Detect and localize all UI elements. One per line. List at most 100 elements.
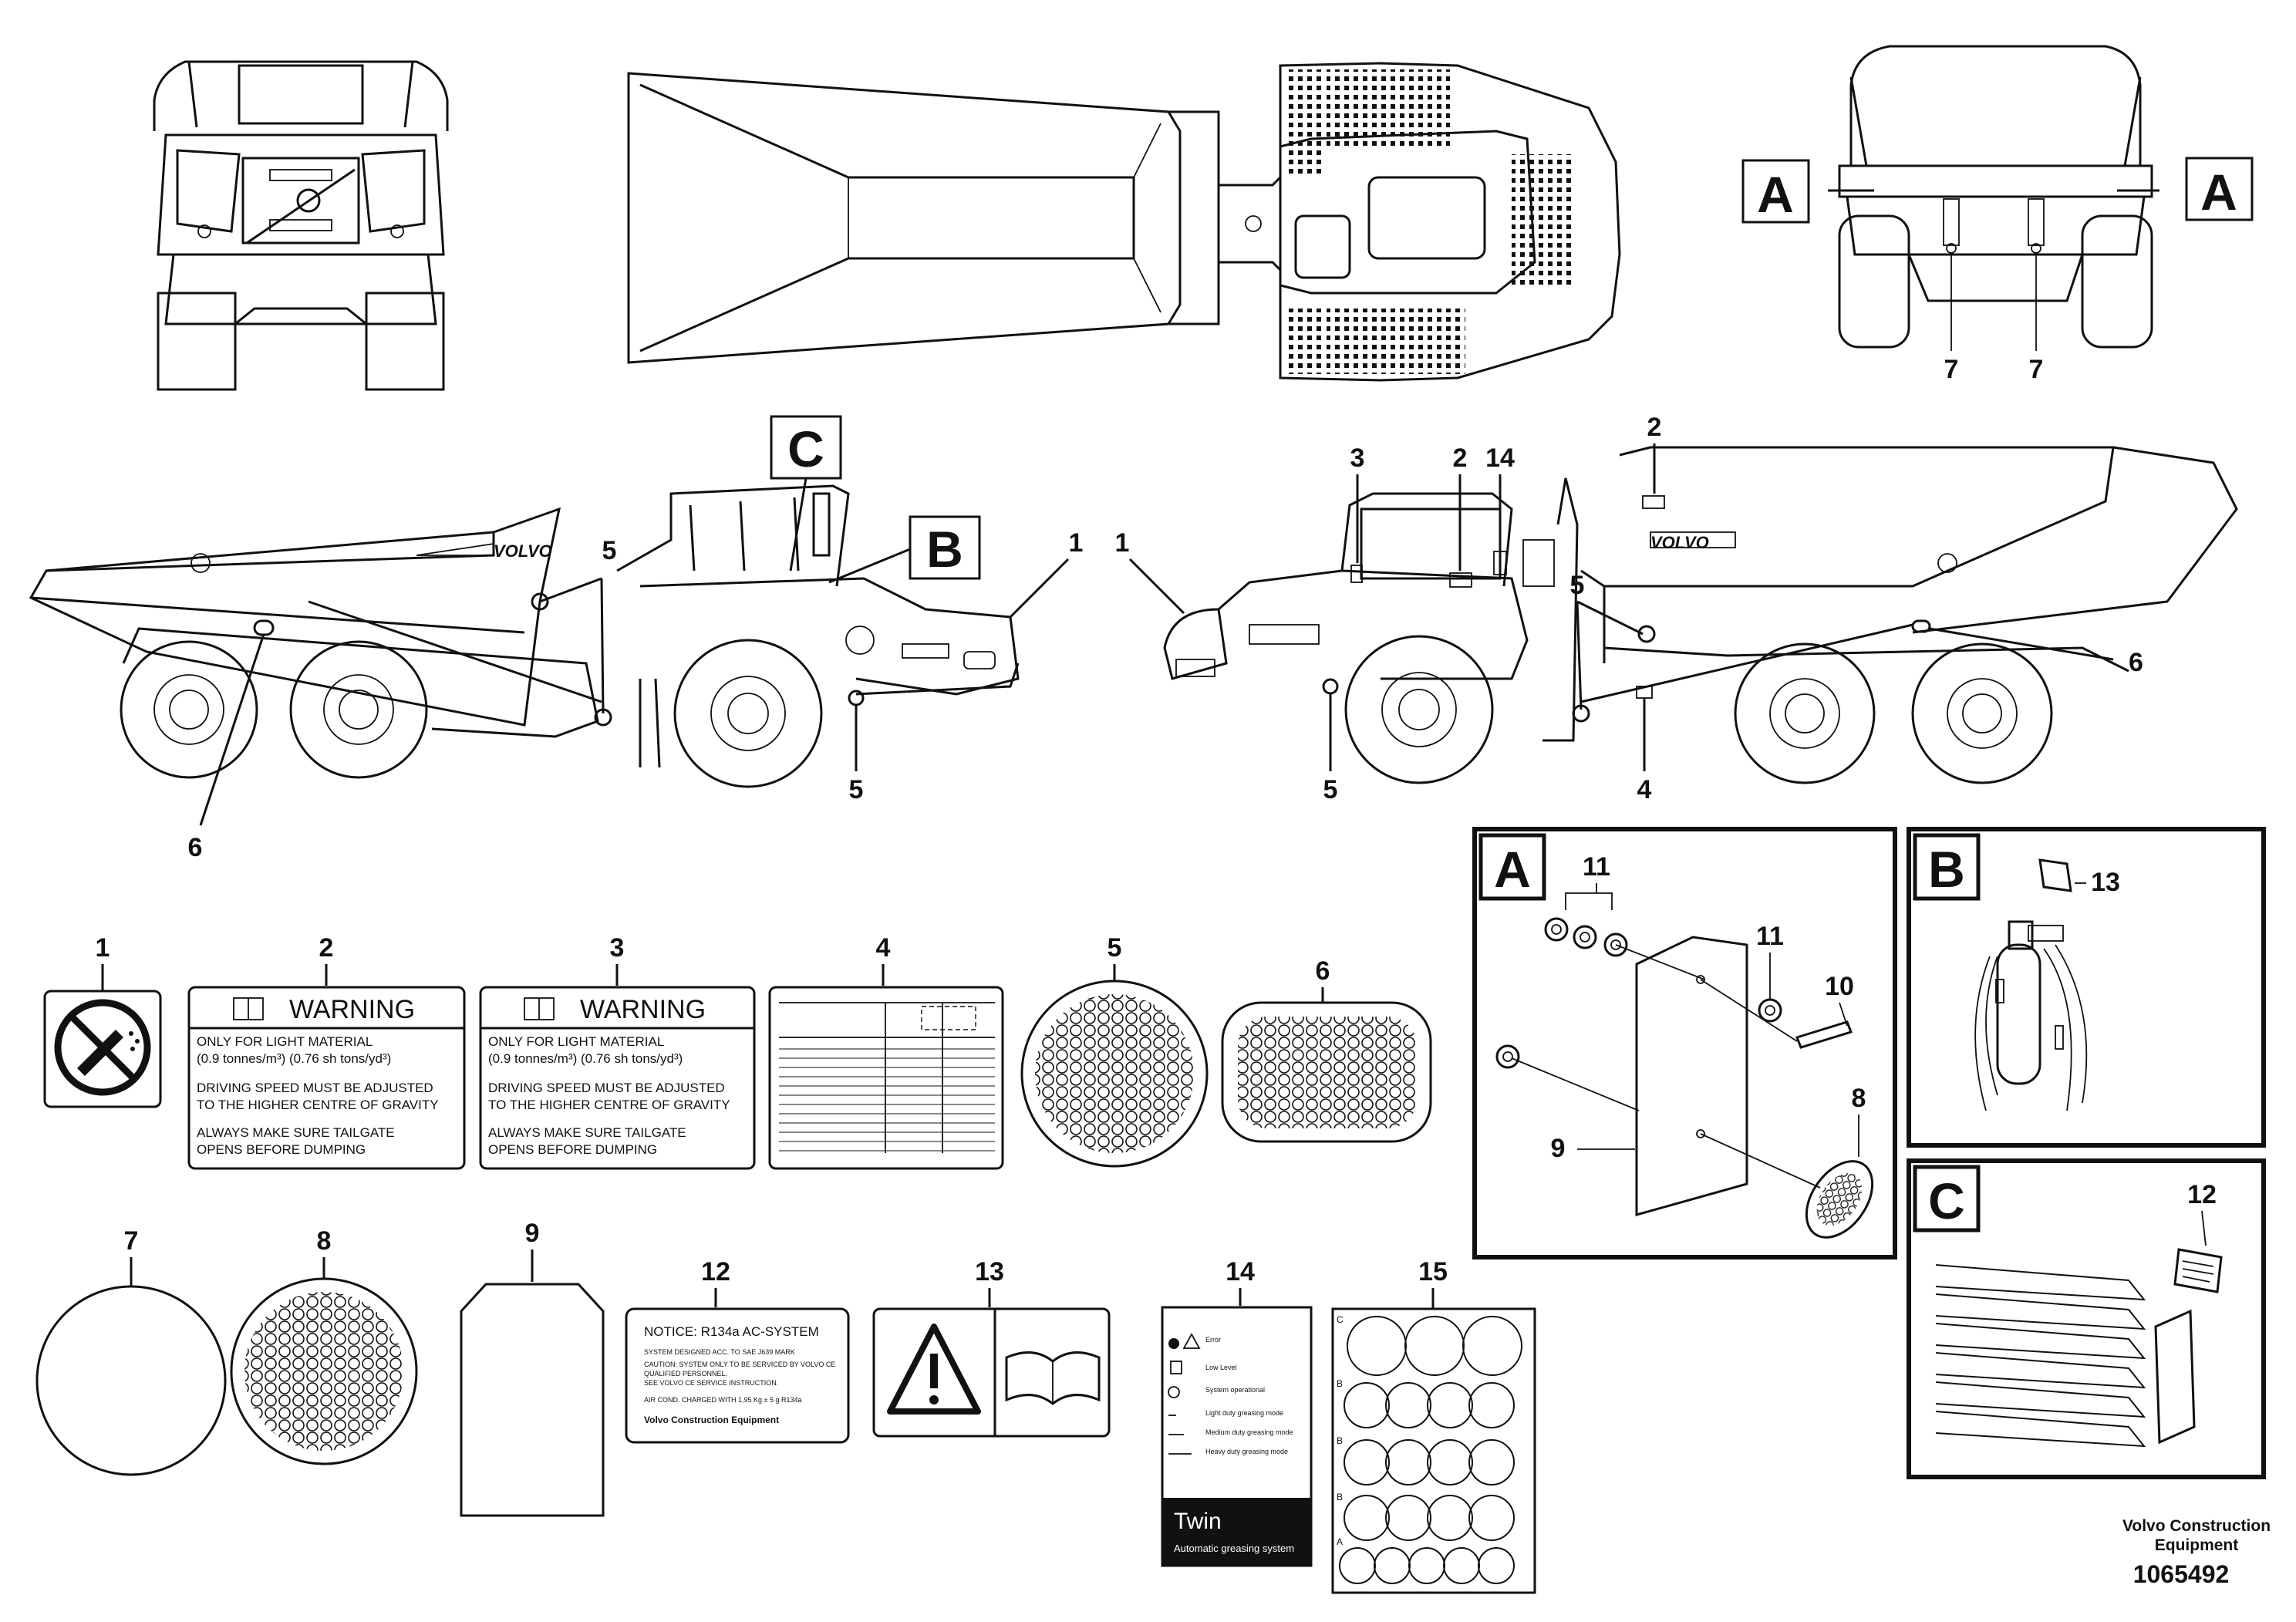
- label-4-table: 4: [768, 933, 1004, 1170]
- svg-text:DRIVING SPEED MUST BE ADJUSTED: DRIVING SPEED MUST BE ADJUSTED: [488, 1081, 725, 1095]
- svg-text:QUALIFIED PERSONNEL.: QUALIFIED PERSONNEL.: [644, 1370, 727, 1378]
- svg-text:1: 1: [1115, 528, 1130, 558]
- cable-bundle: [1935, 1264, 2146, 1301]
- svg-text:(0.9 tonnes/m³) (0.76 sh tons/: (0.9 tonnes/m³) (0.76 sh tons/yd³): [197, 1051, 391, 1066]
- svg-text:B: B: [1337, 1378, 1343, 1389]
- svg-text:5: 5: [602, 536, 617, 565]
- svg-text:C: C: [787, 420, 824, 477]
- svg-text:8: 8: [1852, 1084, 1866, 1113]
- label-9-plate: 9: [460, 1219, 605, 1517]
- top-view-hauler: [627, 62, 1621, 382]
- sticker-circle: [1468, 1382, 1515, 1428]
- svg-text:13: 13: [975, 1257, 1004, 1286]
- svg-text:6: 6: [2129, 648, 2143, 677]
- svg-text:TO THE HIGHER CENTRE OF GRAVIT: TO THE HIGHER CENTRE OF GRAVITY: [488, 1098, 730, 1112]
- sticker-circle: [1427, 1439, 1473, 1485]
- svg-text:TO THE HIGHER CENTRE OF GRAVIT: TO THE HIGHER CENTRE OF GRAVITY: [197, 1098, 439, 1112]
- svg-text:A: A: [1494, 841, 1531, 898]
- sticker-circle: [1385, 1439, 1431, 1485]
- svg-text:ONLY FOR LIGHT MATERIAL: ONLY FOR LIGHT MATERIAL: [197, 1034, 373, 1049]
- cable-bundle: [1935, 1352, 2146, 1389]
- sticker-circle: [1468, 1495, 1515, 1541]
- svg-text:WARNING: WARNING: [289, 995, 415, 1024]
- svg-text:12: 12: [701, 1257, 730, 1286]
- svg-text:14: 14: [1226, 1257, 1255, 1286]
- svg-text:Light duty greasing mode: Light duty greasing mode: [1205, 1409, 1283, 1417]
- svg-text:Volvo Construction: Volvo Construction: [2122, 1517, 2271, 1535]
- label-6-reflector-oval: 6: [1221, 956, 1432, 1143]
- svg-text:6: 6: [188, 833, 203, 862]
- svg-text:CAUTION: SYSTEM ONLY TO BE SER: CAUTION: SYSTEM ONLY TO BE SERVICED BY V…: [644, 1361, 835, 1368]
- svg-text:WARNING: WARNING: [580, 995, 706, 1024]
- svg-text:8: 8: [317, 1226, 332, 1256]
- callout-box-c: C: [770, 415, 842, 572]
- svg-text:Automatic greasing system: Automatic greasing system: [1174, 1543, 1294, 1554]
- svg-text:System operational: System operational: [1205, 1386, 1265, 1394]
- svg-text:C: C: [1928, 1172, 1965, 1229]
- svg-text:Error: Error: [1205, 1336, 1221, 1344]
- svg-text:6: 6: [1316, 956, 1330, 986]
- sticker-circle: [1427, 1495, 1473, 1541]
- left-side-callouts: 1 5 6 5: [188, 528, 1084, 862]
- svg-text:Twin: Twin: [1174, 1509, 1222, 1534]
- svg-text:VOLVO: VOLVO: [1650, 533, 1709, 552]
- svg-text:A: A: [1337, 1536, 1343, 1547]
- svg-text:14: 14: [1485, 443, 1515, 473]
- svg-text:Equipment: Equipment: [2155, 1536, 2239, 1554]
- svg-text:VOLVO: VOLVO: [494, 541, 552, 561]
- svg-text:5: 5: [1108, 933, 1122, 963]
- detail-b-panel: B 13: [1907, 827, 2266, 1148]
- sticker-circle: [1385, 1495, 1431, 1541]
- svg-text:B: B: [1337, 1492, 1343, 1502]
- svg-text:ALWAYS MAKE SURE TAILGATE: ALWAYS MAKE SURE TAILGATE: [488, 1125, 686, 1140]
- callout-box-a-right: A: [2185, 157, 2254, 221]
- label-2-warning-light-material: 2 WARNING ONLY FOR LIGHT MATERIAL (0.9 t…: [187, 933, 466, 1170]
- label-13-warning-manual: 13: [872, 1257, 1111, 1438]
- svg-text:B: B: [1928, 841, 1965, 898]
- svg-text:Volvo Construction Equipment: Volvo Construction Equipment: [644, 1415, 779, 1425]
- label-15-round-sticker-sheet: 15 C B B B A: [1331, 1257, 1536, 1594]
- svg-text:5: 5: [849, 775, 864, 804]
- sticker-circle: [1344, 1439, 1390, 1485]
- label-1-no-pressure-washer: 1: [43, 933, 162, 1108]
- footer-credit: Volvo Construction Equipment 1065492: [2122, 1517, 2271, 1588]
- svg-text:3: 3: [610, 933, 625, 963]
- detail-c-panel: C 12: [1907, 1158, 2266, 1479]
- cable-bundle: [1935, 1411, 2146, 1448]
- svg-text:(0.9 tonnes/m³) (0.76 sh tons/: (0.9 tonnes/m³) (0.76 sh tons/yd³): [488, 1051, 683, 1066]
- svg-text:2: 2: [1453, 443, 1468, 473]
- label-7-round-blank: 7: [35, 1226, 227, 1476]
- svg-text:9: 9: [525, 1219, 540, 1248]
- left-side-view-hauler: VOLVO: [29, 484, 1020, 788]
- svg-text:15: 15: [1418, 1257, 1448, 1286]
- label-8-reflector-round: 8: [230, 1226, 418, 1465]
- sticker-circle: [1468, 1439, 1515, 1485]
- label-number-7-right: 7: [2029, 355, 2044, 384]
- svg-text:4: 4: [1637, 775, 1652, 804]
- svg-text:Heavy duty greasing mode: Heavy duty greasing mode: [1205, 1448, 1288, 1455]
- svg-text:OPENS BEFORE DUMPING: OPENS BEFORE DUMPING: [488, 1142, 657, 1157]
- svg-text:5: 5: [1570, 571, 1585, 600]
- label-5-reflector-round: 5: [1020, 933, 1209, 1168]
- sticker-circle: [1385, 1382, 1431, 1428]
- svg-text:11: 11: [1583, 852, 1610, 882]
- svg-text:B: B: [926, 521, 963, 578]
- svg-text:AIR COND. CHARGED WITH 1,95 Kg: AIR COND. CHARGED WITH 1,95 Kg ± 5 g R13…: [644, 1396, 802, 1404]
- label-number-7-left: 7: [1944, 355, 1959, 384]
- svg-text:A: A: [1757, 166, 1794, 223]
- svg-text:A: A: [2200, 164, 2237, 221]
- front-view-hauler: [153, 60, 449, 391]
- rear-view-hauler: [1828, 45, 2159, 351]
- svg-text:SYSTEM DESIGNED ACC. TO SAE J6: SYSTEM DESIGNED ACC. TO SAE J639 MARK: [644, 1348, 795, 1356]
- drawing-number: 1065492: [2133, 1560, 2230, 1588]
- svg-text:Medium duty greasing mode: Medium duty greasing mode: [1205, 1428, 1293, 1436]
- callout-box-a-left: A: [1741, 159, 1810, 224]
- svg-text:DRIVING SPEED MUST BE ADJUSTED: DRIVING SPEED MUST BE ADJUSTED: [197, 1081, 433, 1095]
- sticker-circle: [1344, 1495, 1390, 1541]
- svg-text:ALWAYS MAKE SURE TAILGATE: ALWAYS MAKE SURE TAILGATE: [197, 1125, 395, 1140]
- svg-text:Low Level: Low Level: [1205, 1364, 1237, 1371]
- svg-text:2: 2: [1647, 413, 1662, 442]
- callout-box-b: B: [828, 515, 981, 584]
- sticker-circle: [1462, 1316, 1522, 1376]
